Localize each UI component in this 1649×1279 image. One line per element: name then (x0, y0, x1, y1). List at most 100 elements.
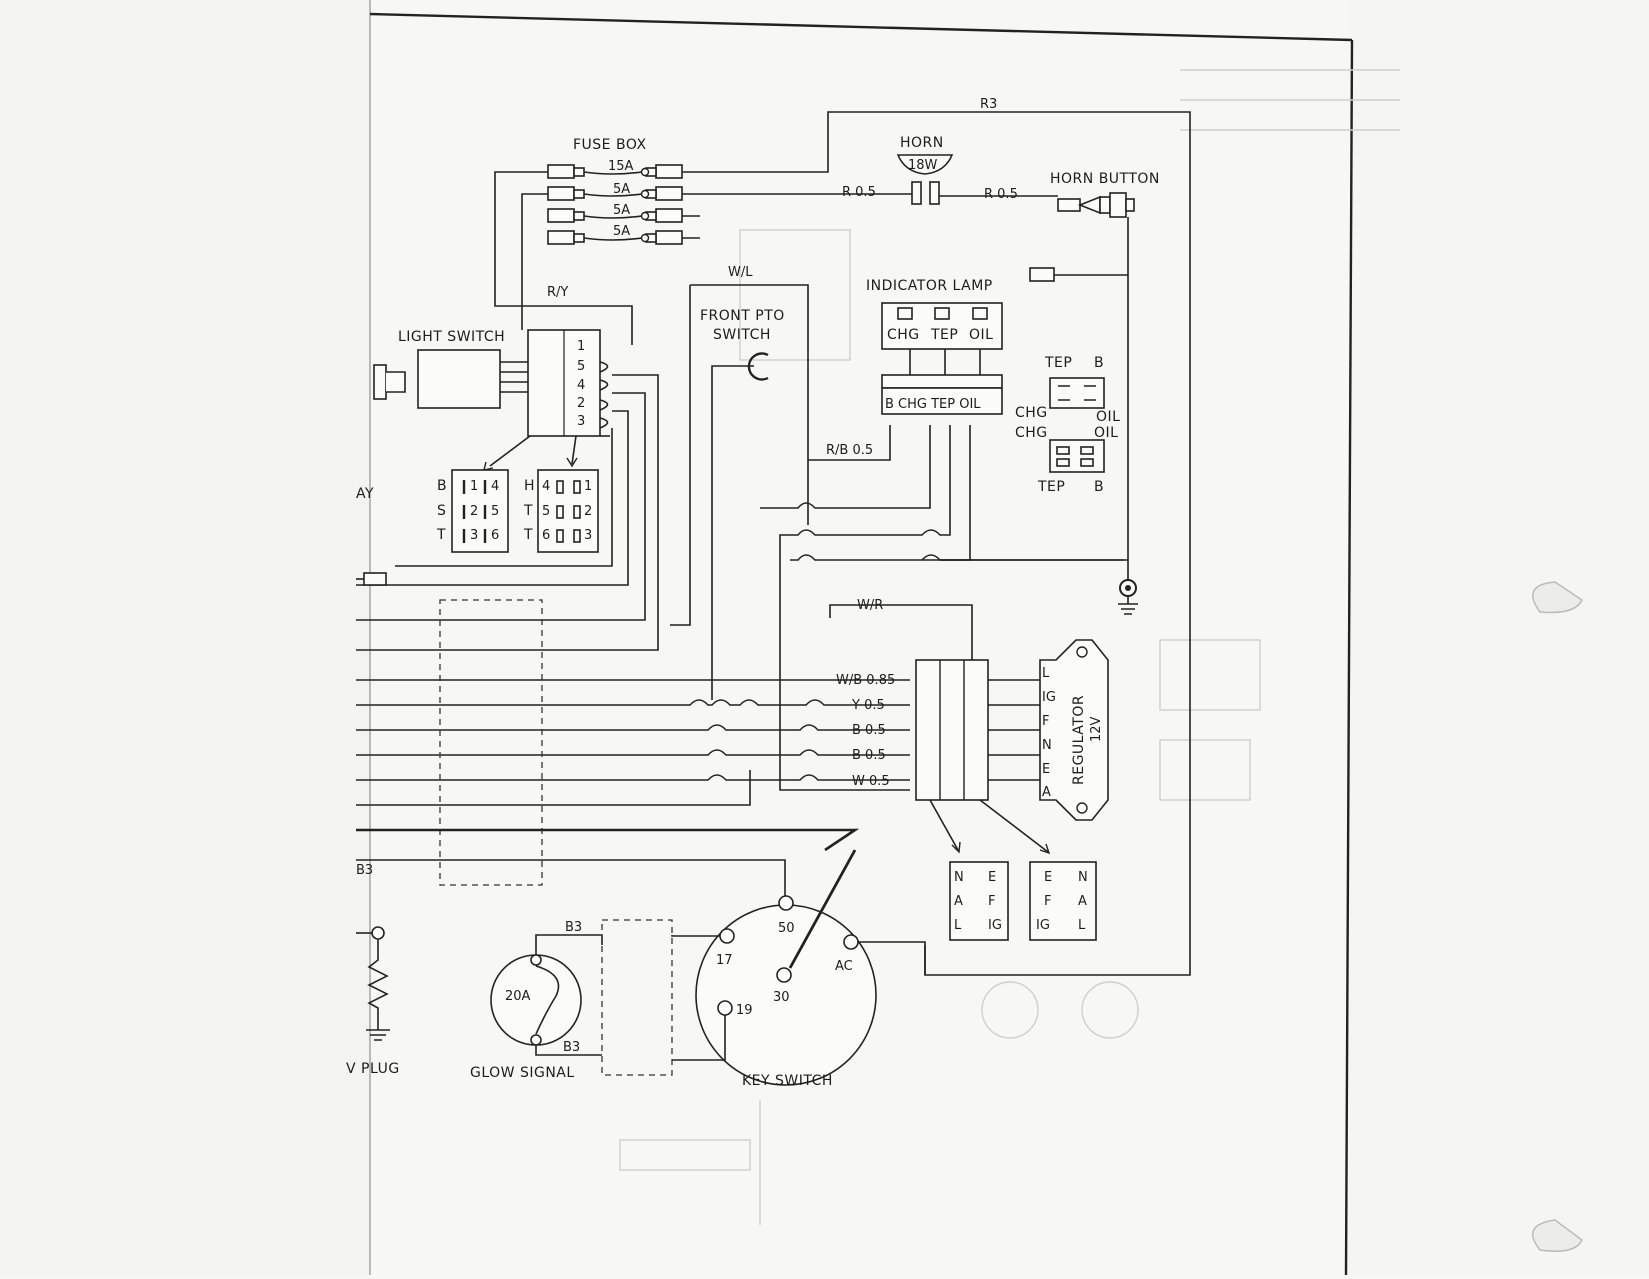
sender-mid-right-1: OIL (1096, 409, 1120, 425)
ls-term-3: 3 (577, 414, 585, 429)
wire-label-wl: W/L (728, 265, 753, 280)
ls-left-pin-4: 4 (491, 479, 499, 494)
glow-signal: 20A B3 B3 GLOW SIGNAL (470, 919, 673, 1081)
sender-connector: TEP B CHG OIL CHG OIL TEP B (1015, 355, 1120, 495)
reg-left-e: E (988, 870, 996, 885)
light-switch-connector-left: B S T 1 4 2 5 3 6 (436, 469, 509, 553)
reg-pin-f: F (1042, 714, 1049, 729)
wire-label-r05-left: R 0.5 (842, 185, 876, 200)
bleed-through (619, 69, 1400, 1225)
wire-label-b05-a: B 0.5 (852, 723, 886, 738)
reg-right-e: E (1044, 870, 1052, 885)
relay-label-fragment: AY (356, 486, 374, 502)
regulator: L IG F N E A REGULATOR 12V (915, 639, 1109, 855)
ls-term-5: 5 (577, 359, 585, 374)
key-term-17: 17 (716, 953, 733, 968)
light-switch-wires (356, 374, 659, 651)
sender-top-left: TEP (1044, 355, 1072, 371)
ls-left-row3-label: T (436, 527, 446, 543)
reg-right-f: F (1044, 894, 1051, 909)
key-term-ac: AC (835, 959, 853, 974)
lamp-tep: TEP (930, 327, 958, 343)
wire-label-b05-b: B 0.5 (852, 748, 886, 763)
reg-left-n: N (954, 870, 964, 885)
key-term-30: 30 (773, 990, 790, 1005)
sender-mid-left-1: CHG (1015, 405, 1048, 421)
glow-plug-resistor-icon (367, 939, 389, 1030)
ls-right-pin-1: 1 (584, 479, 592, 494)
wire-label-r3: R3 (980, 97, 997, 112)
horn-icon (896, 154, 954, 175)
fuse-rating-4: 5A (613, 224, 630, 239)
reg-pin-e: E (1042, 762, 1050, 777)
fuse-rating-3: 5A (613, 203, 630, 218)
ls-right-pin-5: 5 (542, 504, 550, 519)
hole-punch-bottom (1531, 1219, 1583, 1252)
ls-left-pin-1: 1 (470, 479, 478, 494)
spare-connector (1029, 267, 1055, 282)
regulator-label: REGULATOR (1071, 695, 1087, 785)
reg-pin-a: A (1042, 785, 1051, 800)
lamp-chg-icon (897, 307, 913, 320)
glow-signal-dashed-box (601, 919, 673, 1076)
glow-plug-ground-icon (366, 1029, 390, 1041)
fuse-left-terminals (547, 164, 585, 245)
reg-right-a: A (1078, 894, 1087, 909)
regulator-voltage: 12V (1089, 716, 1104, 742)
regulator-connector-right: E N F A IG L (1029, 861, 1097, 941)
ls-left-pin-6: 6 (491, 528, 499, 543)
reg-left-f: F (988, 894, 995, 909)
light-switch-connector-right: H T T 4 1 5 2 6 3 (523, 469, 599, 553)
wire-label-w05: W 0.5 (852, 774, 890, 789)
left-edge-connector (363, 572, 387, 586)
ls-left-pin-3: 3 (470, 528, 478, 543)
horn-rating: 18W (908, 158, 938, 173)
fuse-right-terminals (645, 164, 683, 245)
key-term-50: 50 (778, 921, 795, 936)
fuse-rating-1: 15A (608, 159, 634, 174)
indicator-lamp: INDICATOR LAMP CHG TEP OIL B CHG TEP OIL (866, 278, 1003, 415)
ls-left-row1-label: B (437, 478, 447, 494)
sender-mid-left-2: CHG (1015, 425, 1048, 441)
reg-pin-ig: IG (1042, 690, 1056, 705)
wire-label-ry: R/Y (547, 285, 568, 300)
ls-right-pin-3: 3 (584, 528, 592, 543)
wire-label-b3-bottom: B3 (563, 1040, 580, 1055)
ls-term-2: 2 (577, 396, 585, 411)
ls-right-pin-2: 2 (584, 504, 592, 519)
fuse-box: FUSE BOX 15A 5A 5A 5A (547, 137, 683, 245)
frame-top (369, 12, 1353, 42)
reg-left-a: A (954, 894, 963, 909)
fuse-box-label: FUSE BOX (573, 137, 647, 153)
wire-label-r05-right: R 0.5 (984, 187, 1018, 202)
left-page (0, 0, 370, 1275)
wire-label-b3-top: B3 (565, 920, 582, 935)
glow-plug-label-fragment: V PLUG (346, 1061, 400, 1077)
front-pto-label-1: FRONT PTO (700, 308, 785, 324)
key-switch: B3 50 17 30 AC 19 KEY SWITCH (356, 828, 926, 1089)
glow-plug: V PLUG (346, 926, 400, 1077)
reg-right-l: L (1078, 918, 1086, 933)
horn-button-icon (1077, 195, 1101, 215)
ls-term-1: 1 (577, 339, 585, 354)
sender-mid-right-2: OIL (1094, 425, 1118, 441)
horn-label: HORN (900, 135, 944, 151)
reg-right-n: N (1078, 870, 1088, 885)
horn-button: HORN BUTTON (1050, 171, 1159, 560)
sender-top-right: B (1094, 355, 1104, 371)
ground-icon (1118, 560, 1138, 615)
wire-label-wr: W/R (857, 598, 883, 613)
harness-dashed-box (439, 599, 543, 886)
glow-fuse-icon (535, 965, 560, 1035)
reg-left-l: L (954, 918, 962, 933)
key-switch-contact (788, 849, 857, 969)
ls-left-row2-label: S (437, 503, 446, 519)
ls-right-pin-6: 6 (542, 528, 550, 543)
hole-punch-top (1531, 581, 1583, 614)
indicator-connector-pins: B CHG TEP OIL (885, 397, 981, 412)
wire-label-b3-left: B3 (356, 863, 373, 878)
reg-pin-l: L (1042, 666, 1050, 681)
key-switch-label: KEY SWITCH (742, 1073, 833, 1089)
wire-label-y05: Y 0.5 (851, 698, 885, 713)
